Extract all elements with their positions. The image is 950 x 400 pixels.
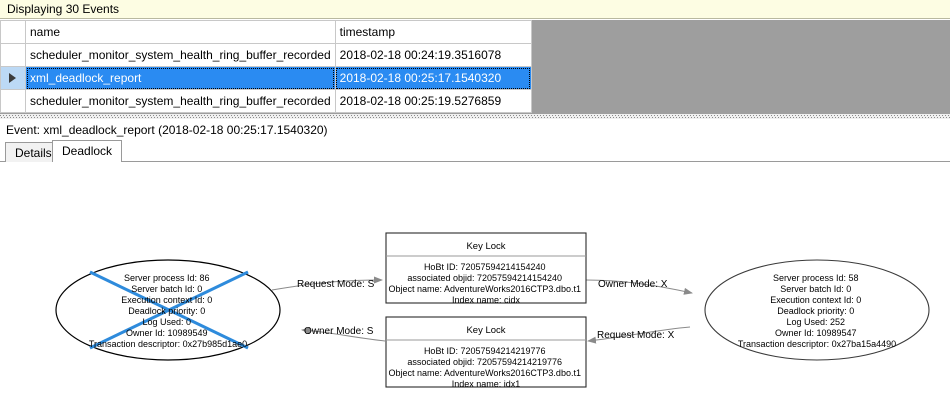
event-header: Event: xml_deadlock_report (2018-02-18 0… [0,119,950,140]
deadlock-victim-x-icon [89,270,249,350]
edge-label-right-owner: Owner Mode: X [598,279,668,290]
column-header-timestamp[interactable]: timestamp [334,20,532,44]
row-selector[interactable] [0,89,26,113]
keylock-top-title: Key Lock [466,241,505,252]
cell-timestamp[interactable]: 2018-02-18 00:25:19.5276859 [334,89,532,113]
events-grid[interactable]: name timestamp scheduler_monitor_system_… [0,20,950,114]
event-header-label: Event: xml_deadlock_report (2018-02-18 0… [6,122,328,137]
edge-label-right-request: Request Mode: X [597,330,675,341]
table-row[interactable]: scheduler_monitor_system_health_ring_buf… [0,43,532,67]
edge-label-left-owner: Owner Mode: S [304,326,374,337]
edge-right-request: Request Mode: X [587,326,691,344]
current-row-arrow-icon [9,73,16,83]
cell-name[interactable]: xml_deadlock_report [25,66,336,90]
process-left-lines: Server process Id: 86 Server batch Id: 0… [89,273,247,349]
resource-node-keylock-bottom[interactable]: Key Lock HoBt ID: 72057594214219776 asso… [385,316,587,389]
cell-name[interactable]: scheduler_monitor_system_health_ring_buf… [25,89,336,113]
tab-details-label: Details [15,146,52,160]
table-row[interactable]: scheduler_monitor_system_health_ring_buf… [0,89,532,113]
process-node-right[interactable]: Server process Id: 58 Server batch Id: 0… [704,259,930,361]
tab-details[interactable]: Details [5,142,62,162]
process-right-lines: Server process Id: 58 Server batch Id: 0… [738,273,896,349]
edge-right-owner: Owner Mode: X [585,279,693,295]
events-table: name timestamp scheduler_monitor_system_… [0,20,532,113]
tab-deadlock-label: Deadlock [62,144,113,158]
horizontal-splitter[interactable] [0,114,950,119]
table-row-selected[interactable]: xml_deadlock_report 2018-02-18 00:25:17.… [0,66,532,90]
row-selector[interactable] [0,43,26,67]
edge-left-owner: Owner Mode: S [301,326,386,342]
keylock-top-lines: HoBt ID: 72057594214154240 associated ob… [389,262,584,305]
cell-timestamp[interactable]: 2018-02-18 00:25:17.1540320 [334,66,532,90]
resource-node-keylock-top[interactable]: Key Lock HoBt ID: 72057594214154240 asso… [385,232,587,305]
process-node-left[interactable]: Server process Id: 86 Server batch Id: 0… [55,259,281,361]
table-header-row: name timestamp [0,20,532,44]
tab-deadlock[interactable]: Deadlock [52,140,123,163]
edge-label-left-request: Request Mode: S [297,279,375,290]
events-banner: Displaying 30 Events [0,0,950,19]
detail-tabstrip: Details Deadlock [0,140,950,163]
column-header-selector [0,20,26,44]
cell-timestamp[interactable]: 2018-02-18 00:24:19.3516078 [334,43,532,67]
keylock-bottom-lines: HoBt ID: 72057594214219776 associated ob… [389,346,584,389]
deadlock-graph-canvas[interactable]: Request Mode: S Owner Mode: S Owner Mode… [0,162,950,400]
row-selector-current[interactable] [0,66,26,90]
keylock-bottom-title: Key Lock [466,325,505,336]
events-banner-label: Displaying 30 Events [7,2,120,16]
cell-name[interactable]: scheduler_monitor_system_health_ring_buf… [25,43,336,67]
column-header-name[interactable]: name [25,20,336,44]
edge-left-request: Request Mode: S [271,276,383,291]
